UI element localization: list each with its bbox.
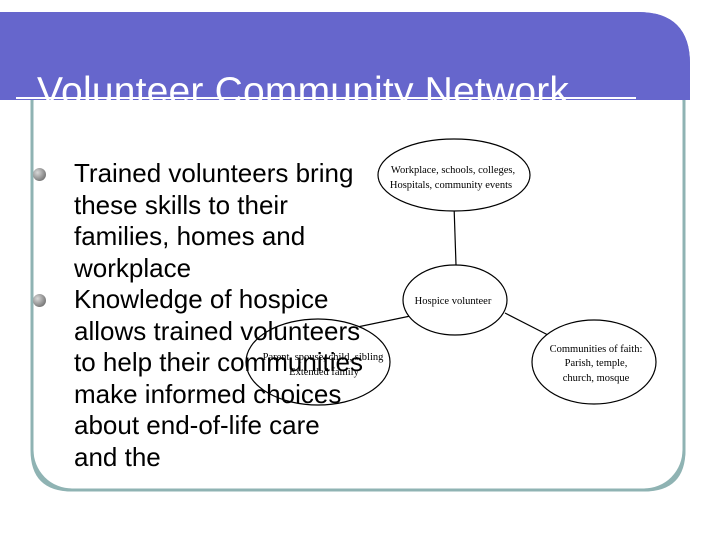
node-right-line1: Communities of faith:: [550, 344, 643, 355]
node-left-line2: Extended family: [289, 367, 359, 378]
node-left: [245, 318, 391, 406]
bullet-item: Knowledge of hospice allows trained volu…: [28, 284, 368, 473]
node-top-line2: Hospitals, community events: [390, 180, 512, 191]
node-right: [531, 319, 657, 405]
bullet-text: Knowledge of hospice allows trained volu…: [74, 284, 364, 472]
node-top: [377, 138, 531, 212]
connector-right-center: [504, 312, 549, 336]
connector-top-center: [453, 204, 457, 266]
bullet-item: Trained volunteers bring these skills to…: [28, 158, 368, 284]
bullet-text: Trained volunteers bring these skills to…: [74, 158, 354, 283]
page-title: Volunteer Community Network: [37, 72, 570, 100]
node-right-line3: church, mosque: [563, 373, 630, 384]
bullet-dot-icon: [33, 168, 46, 181]
bullet-dot-icon: [33, 294, 46, 307]
node-right-line2: Parish, temple,: [565, 358, 628, 369]
node-top-line1: Workplace, schools, colleges,: [391, 165, 515, 176]
node-center: [402, 264, 508, 336]
bullet-list: Trained volunteers bring these skills to…: [28, 158, 368, 473]
node-center-label: Hospice volunteer: [415, 296, 492, 307]
node-left-line1: Parent, spouse, child, sibling: [263, 352, 384, 363]
